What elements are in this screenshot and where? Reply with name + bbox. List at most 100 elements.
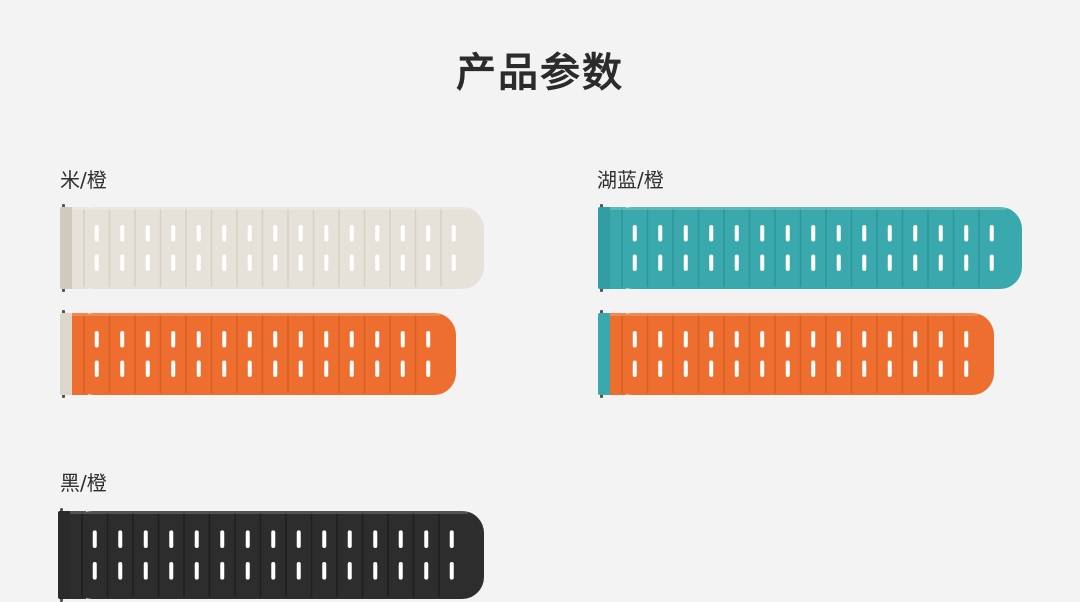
strap-hole (222, 331, 227, 348)
strap-hole (785, 225, 790, 242)
strap-highlight (72, 207, 468, 210)
strap-hole (247, 360, 252, 377)
strap-hole (273, 360, 278, 377)
strap-hole (171, 360, 176, 377)
strap-hole (398, 562, 403, 580)
strap-hole (271, 530, 276, 548)
strap-hole (938, 331, 943, 348)
strap-hole (426, 331, 431, 348)
strap-hole (171, 331, 176, 348)
strap-highlight (610, 313, 978, 316)
strap-hole (94, 225, 99, 242)
strap-body (610, 313, 994, 395)
strap-hole (194, 562, 199, 580)
strap-cream[interactable] (58, 204, 486, 292)
strap-hole (887, 254, 892, 271)
strap-hole (760, 225, 765, 242)
strap-hole (862, 331, 867, 348)
strap-hole (298, 225, 303, 242)
strap-body-end (70, 511, 86, 599)
strap-hole (734, 254, 739, 271)
strap-hole (862, 225, 867, 242)
strap-hole (632, 331, 637, 348)
strap-hole (271, 562, 276, 580)
strap-hole (196, 225, 201, 242)
strap-black[interactable] (56, 508, 486, 602)
strap-hole (785, 360, 790, 377)
strap-hole (451, 254, 456, 271)
strap-hole (913, 331, 918, 348)
strap-hole (143, 530, 148, 548)
strap-hole (220, 530, 225, 548)
strap-body (72, 313, 456, 395)
strap-hole (632, 225, 637, 242)
strap-hole (887, 225, 892, 242)
strap-hole (451, 225, 456, 242)
strap-hole (120, 254, 125, 271)
strap-hole (709, 360, 714, 377)
strap-hole (449, 562, 454, 580)
strap-hole (222, 360, 227, 377)
variant-label-black-orange: 黑/橙 (60, 471, 107, 495)
strap-orange-teal-clasp[interactable] (596, 310, 996, 398)
strap-hole (322, 562, 327, 580)
strap-hole (169, 562, 174, 580)
strap-hole (836, 225, 841, 242)
strap-hole (375, 254, 380, 271)
strap-hole (964, 225, 969, 242)
strap-hole (94, 331, 99, 348)
strap-hole (118, 562, 123, 580)
strap-hole (811, 225, 816, 242)
strap-hole (836, 360, 841, 377)
strap-orange-cream-clasp[interactable] (58, 310, 458, 398)
strap-hole (196, 331, 201, 348)
strap-hole (196, 360, 201, 377)
strap-hole (298, 331, 303, 348)
strap-hole (400, 331, 405, 348)
strap-hole (324, 360, 329, 377)
strap-body (70, 511, 484, 599)
strap-hole (811, 331, 816, 348)
variant-label-teal-orange: 湖蓝/橙 (597, 168, 664, 192)
strap-hole (222, 225, 227, 242)
strap-hole (424, 530, 429, 548)
strap-hole (298, 254, 303, 271)
strap-hole (247, 331, 252, 348)
strap-hole (145, 331, 150, 348)
strap-hole (324, 254, 329, 271)
strap-hole (426, 254, 431, 271)
strap-hole (273, 225, 278, 242)
strap-hole (324, 331, 329, 348)
strap-hole (196, 254, 201, 271)
strap-hole (245, 562, 250, 580)
strap-hole (273, 331, 278, 348)
strap-hole (245, 530, 250, 548)
strap-hole (143, 562, 148, 580)
strap-hole (887, 360, 892, 377)
strap-hole (811, 254, 816, 271)
strap-hole (296, 530, 301, 548)
strap-hole (398, 530, 403, 548)
strap-hole (683, 225, 688, 242)
strap-hole (938, 360, 943, 377)
strap-hole (683, 331, 688, 348)
strap-hole (92, 562, 97, 580)
strap-hole (989, 225, 994, 242)
strap-hole (298, 360, 303, 377)
strap-hole (273, 254, 278, 271)
strap-teal[interactable] (596, 204, 1024, 292)
strap-hole (400, 360, 405, 377)
strap-body (610, 207, 1022, 289)
strap-hole (913, 225, 918, 242)
variant-label-cream-orange: 米/橙 (60, 168, 107, 192)
strap-highlight (72, 313, 440, 316)
strap-hole (734, 225, 739, 242)
strap-highlight (610, 207, 1006, 210)
strap-hole (658, 360, 663, 377)
strap-hole (632, 254, 637, 271)
strap-hole (836, 254, 841, 271)
strap-hole (373, 530, 378, 548)
strap-hole (785, 331, 790, 348)
strap-hole (222, 254, 227, 271)
strap-hole (349, 360, 354, 377)
